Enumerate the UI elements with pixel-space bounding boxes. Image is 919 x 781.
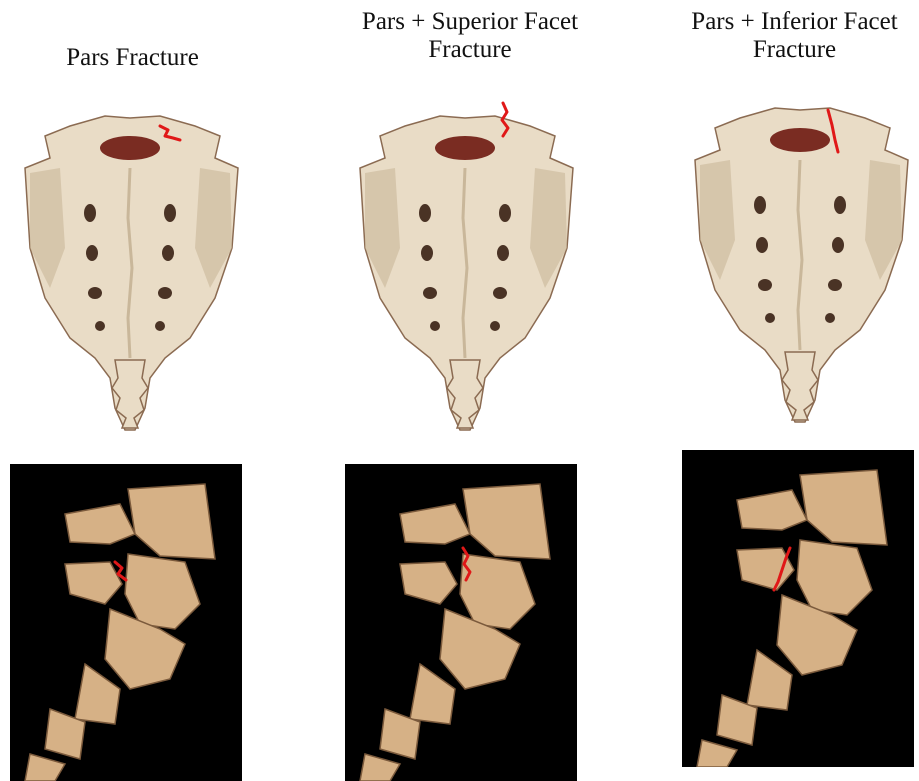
- lateral-view: [682, 450, 914, 767]
- panel-title-line-2: Fracture: [335, 36, 605, 64]
- panel-title-line-2: Fracture: [670, 36, 919, 64]
- panel-title-line-1: Pars + Inferior Facet: [670, 8, 919, 36]
- sacrum-shape: [360, 116, 573, 430]
- sacrum-shape: [25, 116, 238, 430]
- lateral-vertebrae: [697, 470, 887, 767]
- panel-title: Pars + Inferior Facet Fracture: [670, 8, 919, 64]
- sacrum-shape: [695, 108, 908, 422]
- sacrum-illustration: [680, 90, 919, 430]
- panel-title-line-1: Pars Fracture: [10, 44, 255, 72]
- lateral-vertebrae: [360, 484, 550, 781]
- panel-title: Pars + Superior Facet Fracture: [335, 8, 605, 64]
- panel-title-line-1: Pars + Superior Facet: [335, 8, 605, 36]
- lateral-view: [345, 464, 577, 781]
- sacrum-illustration: [345, 98, 585, 438]
- lateral-vertebrae: [25, 484, 215, 781]
- lateral-view: [10, 464, 242, 781]
- panel-title: Pars Fracture: [10, 44, 255, 72]
- sacrum-illustration: [10, 98, 250, 438]
